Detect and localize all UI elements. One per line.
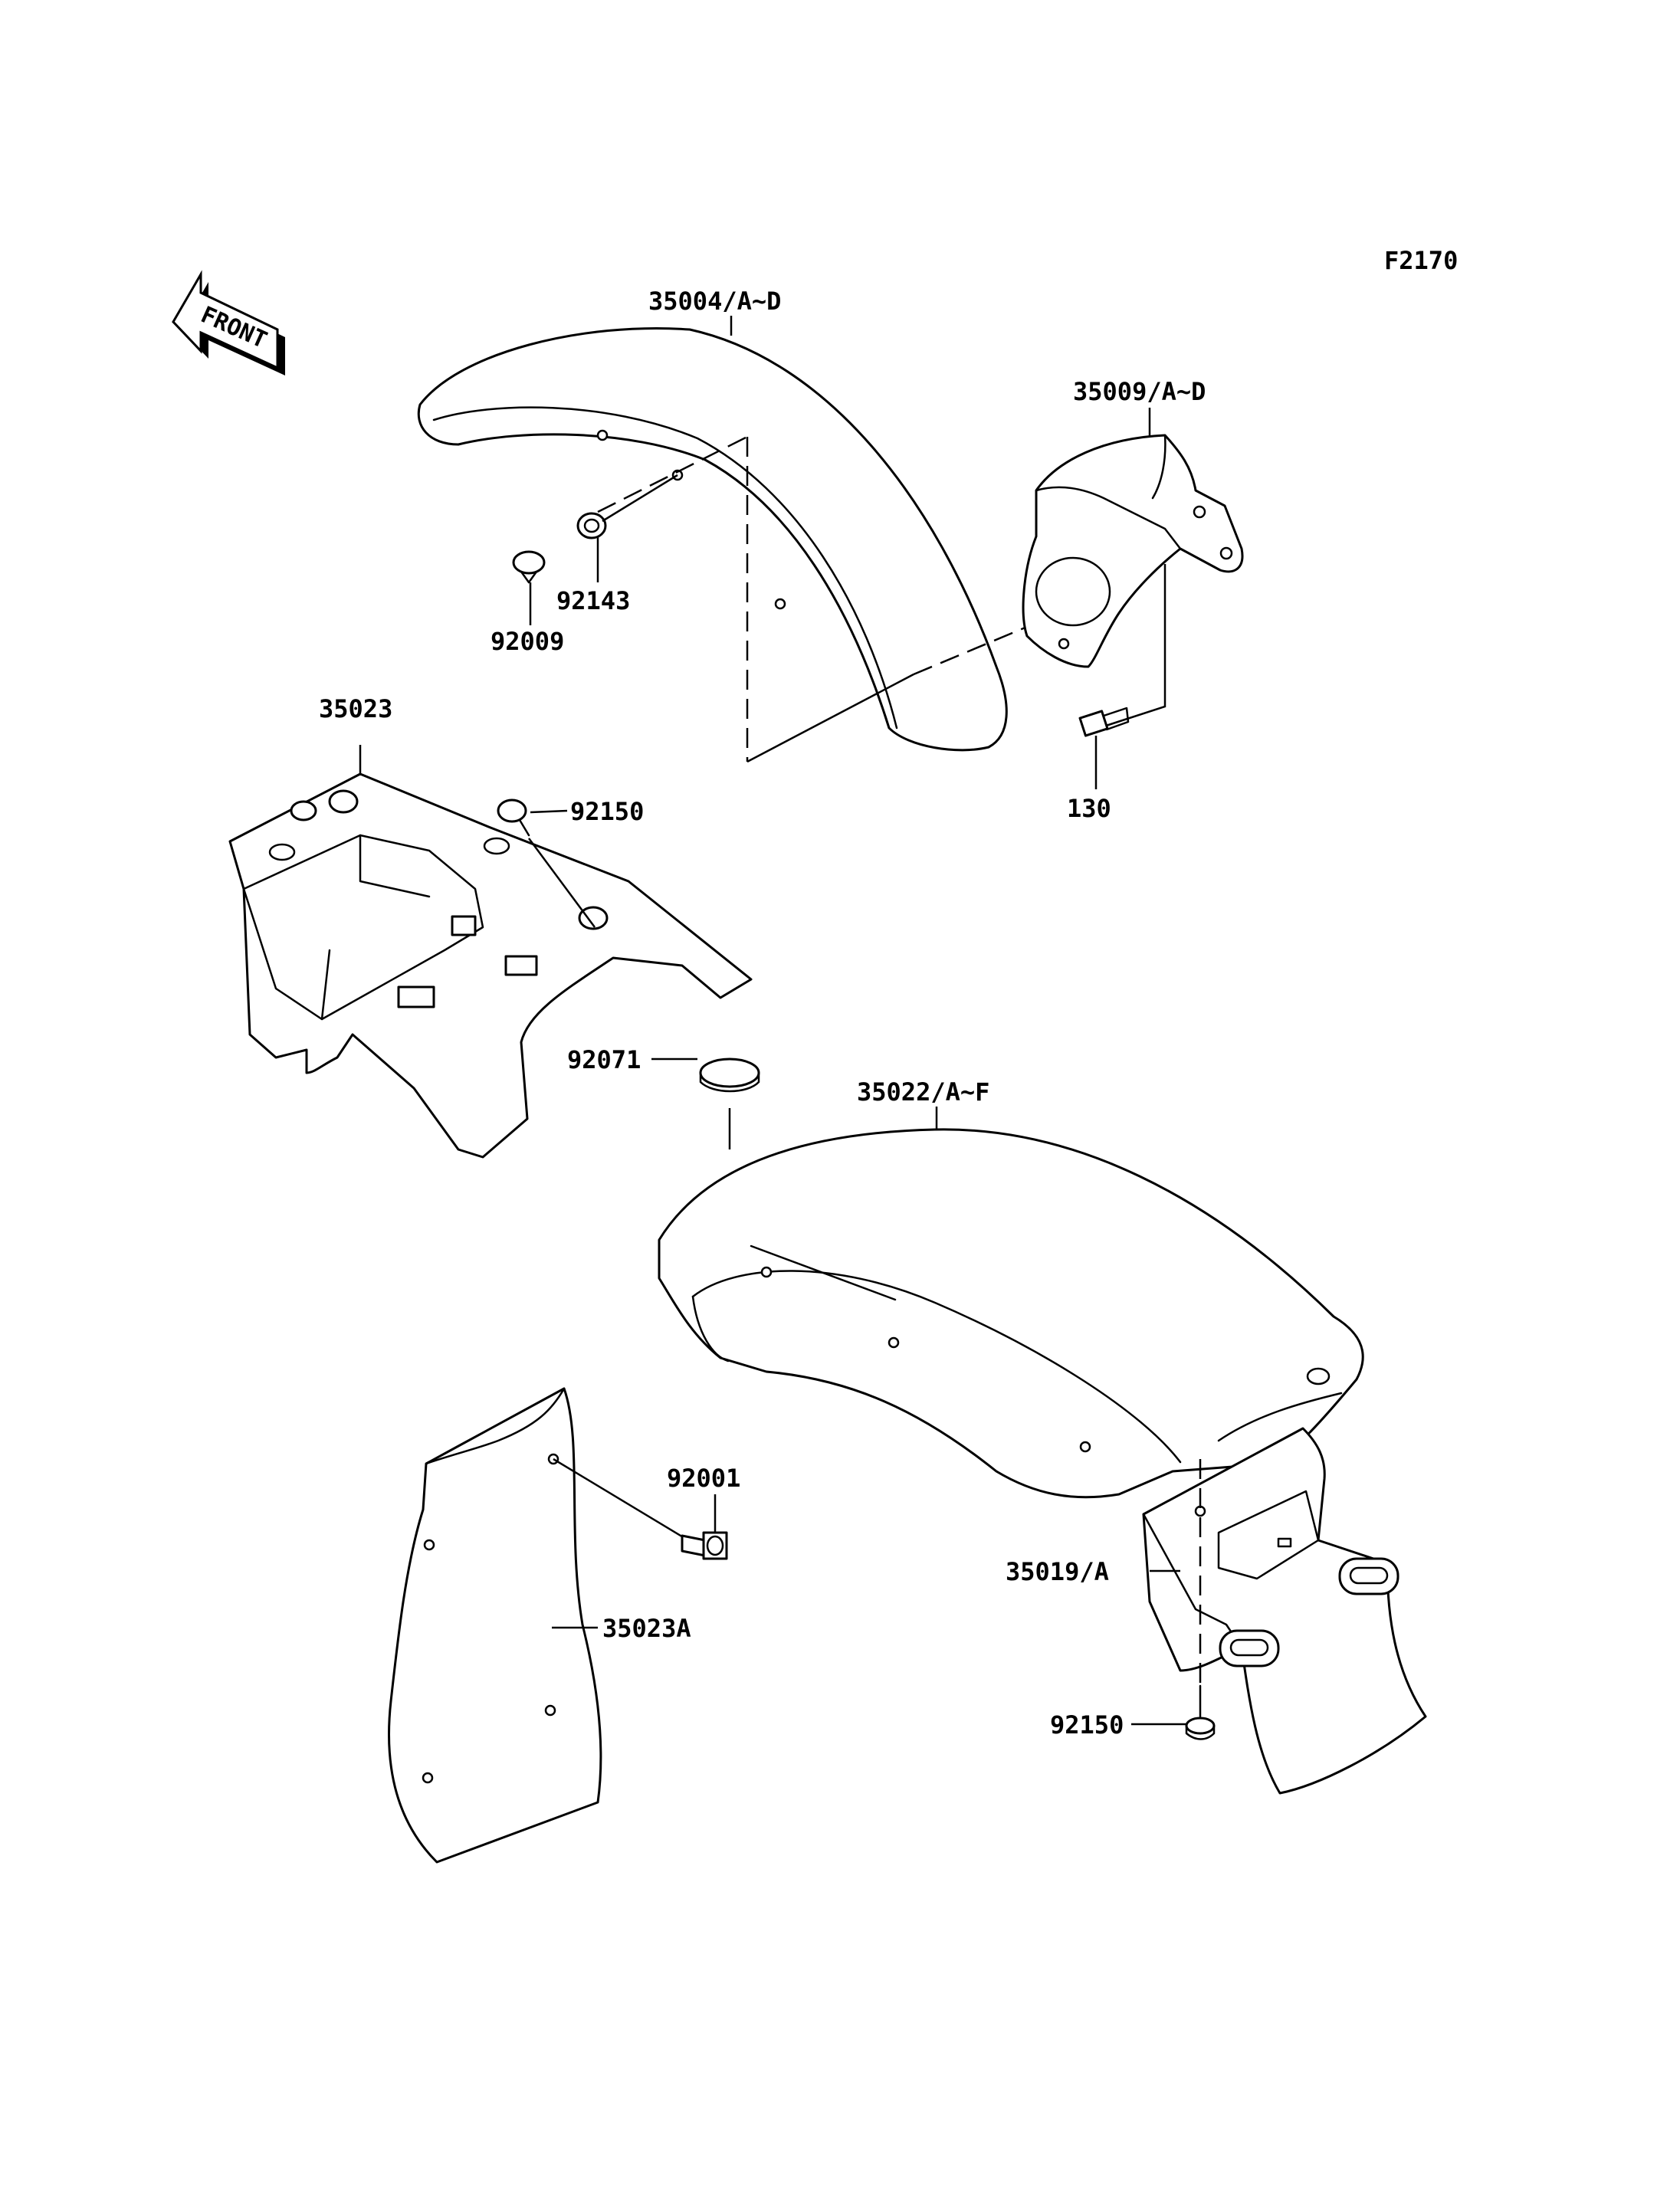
front-fender bbox=[417, 326, 1008, 752]
front-arrow-icon: FRONT bbox=[172, 270, 285, 375]
rear-fender bbox=[658, 1128, 1364, 1499]
battery-case bbox=[228, 772, 753, 1159]
bolt-92001 bbox=[681, 1531, 728, 1560]
callout-130: 130 bbox=[1067, 794, 1111, 823]
screw-92150-case bbox=[497, 798, 530, 837]
callout-92001: 92001 bbox=[667, 1464, 740, 1493]
callout-35023: 35023 bbox=[319, 694, 392, 723]
figure-id: F2170 bbox=[1384, 246, 1458, 275]
plate-bracket bbox=[1142, 1427, 1427, 1795]
callout-35004: 35004/A~D bbox=[648, 287, 781, 316]
callout-35019: 35019/A bbox=[1006, 1557, 1109, 1586]
callout-35022: 35022/A~F bbox=[857, 1077, 989, 1107]
callout-92071: 92071 bbox=[567, 1045, 641, 1074]
callout-92009: 92009 bbox=[491, 627, 564, 656]
damper-92071 bbox=[699, 1058, 760, 1093]
screw-92150-plate bbox=[1185, 1684, 1216, 1740]
screw-92009 bbox=[512, 550, 546, 584]
washer-92143 bbox=[576, 512, 607, 539]
callout-35009: 35009/A~D bbox=[1073, 377, 1206, 406]
bolt-130 bbox=[1078, 707, 1130, 737]
inner-flap bbox=[388, 1387, 602, 1864]
callout-35023a: 35023A bbox=[602, 1614, 691, 1643]
callout-92150-case: 92150 bbox=[570, 797, 644, 826]
callout-92150-plate: 92150 bbox=[1050, 1710, 1124, 1740]
fender-bracket bbox=[1022, 434, 1244, 668]
callout-92143: 92143 bbox=[556, 586, 630, 615]
